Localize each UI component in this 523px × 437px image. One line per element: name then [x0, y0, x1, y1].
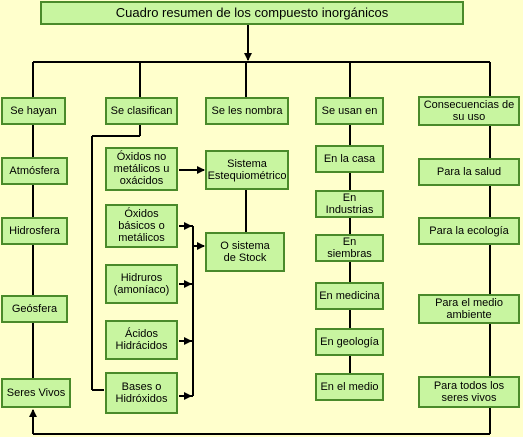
item-para-la-ecologia: Para la ecología — [418, 217, 520, 245]
item-en-geologia: En geología — [315, 328, 384, 356]
item-oxidos-no-metalicos: Óxidos no metálicos u oxácidos — [105, 147, 178, 191]
header-se-les-nombra: Se les nombra — [205, 97, 289, 125]
item-bases-hidroxidos: Bases o Hidróxidos — [105, 372, 178, 414]
header-se-hayan: Se hayan — [1, 97, 66, 125]
header-se-clasifican: Se clasifican — [105, 97, 178, 125]
header-se-usan-en: Se usan en — [315, 97, 384, 125]
item-seres-vivos: Seres Vivos — [1, 378, 71, 408]
item-acidos-hidracidos: Ácidos Hidrácidos — [105, 320, 178, 360]
item-geosfera: Geósfera — [1, 295, 68, 323]
item-en-la-casa: En la casa — [315, 145, 384, 173]
item-hidruros: Hidruros (amoníaco) — [105, 264, 178, 304]
item-en-medicina: En medicina — [315, 282, 384, 310]
item-en-el-medio: En el medio — [315, 373, 384, 401]
item-para-la-salud: Para la salud — [418, 158, 520, 186]
item-oxidos-basicos: Óxidos básicos o metálicos — [105, 204, 178, 248]
item-atmosfera: Atmósfera — [1, 157, 68, 185]
item-para-el-medio-ambiente: Para el medio ambiente — [418, 294, 520, 324]
diagram-title: Cuadro resumen de los compuesto inorgáni… — [40, 1, 464, 25]
item-hidrosfera: Hidrosfera — [1, 217, 68, 245]
item-en-industrias: En Industrias — [315, 190, 384, 218]
item-en-siembras: En siembras — [315, 234, 384, 262]
item-sistema-stock: O sistema de Stock — [205, 232, 285, 272]
item-sistema-estequiometrico: Sistema Estequiométrico — [205, 150, 289, 190]
header-consecuencias: Consecuencias de su uso — [418, 96, 520, 126]
item-para-todos-seres-vivos: Para todos los seres vivos — [418, 376, 520, 408]
